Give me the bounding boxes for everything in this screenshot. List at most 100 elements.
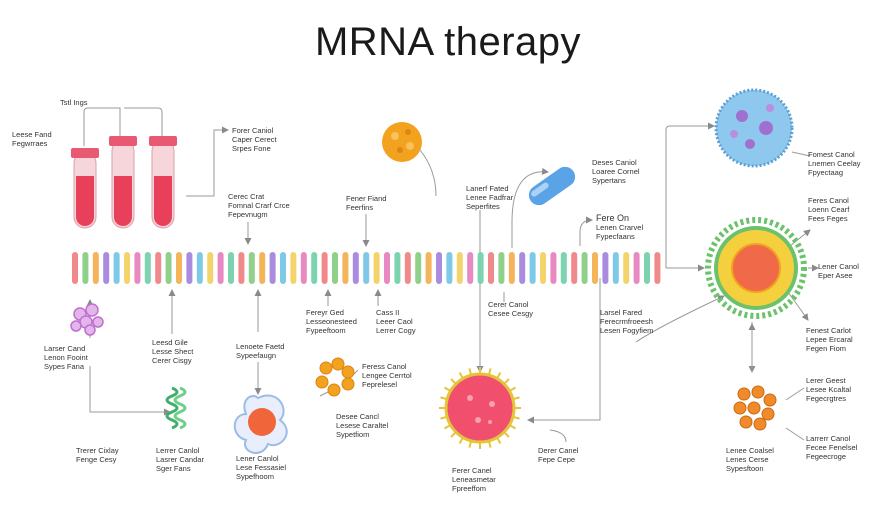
- virus-icon: [439, 367, 521, 449]
- strand-segment: [124, 252, 130, 284]
- strand-segment: [155, 252, 162, 284]
- strand-segment: [560, 252, 567, 284]
- capsule-icon: [528, 166, 576, 206]
- strand-segment: [342, 252, 349, 284]
- test-tubes-icon: [71, 136, 177, 229]
- strand-segment: [456, 252, 463, 284]
- strand-segment: [269, 252, 276, 284]
- strand-segment: [654, 252, 661, 284]
- strand-segment: [363, 252, 370, 284]
- strand-segment: [228, 252, 234, 284]
- strand-segment: [436, 252, 442, 284]
- strand-segment: [332, 252, 338, 284]
- strand-segment: [103, 252, 110, 284]
- strand-segment: [373, 252, 380, 284]
- strand-segment: [488, 252, 494, 284]
- strand-segment: [186, 252, 193, 284]
- pink-cluster-icon: [70, 303, 104, 336]
- strand-segment: [446, 252, 453, 284]
- orange-cluster-icon: [733, 385, 777, 431]
- ring-cell-icon: [705, 217, 807, 319]
- strand-segment: [498, 252, 505, 284]
- strand-segment: [519, 252, 526, 284]
- label-test-tubes: Tstl Ings: [60, 98, 88, 107]
- strand-segment: [238, 252, 245, 284]
- strand-segment: [72, 252, 78, 284]
- strand-segment: [196, 252, 203, 284]
- strand-segment: [165, 252, 172, 284]
- strand-segment: [82, 252, 89, 284]
- strand-segment: [321, 252, 328, 284]
- strand-segment: [623, 252, 630, 284]
- flower-cell-icon: [233, 394, 288, 454]
- orange-cell-icon: [382, 122, 422, 162]
- coil-icon: [165, 386, 187, 430]
- strand-segment: [508, 252, 515, 284]
- strand-segment: [415, 252, 422, 284]
- strand-segment: [384, 252, 390, 284]
- strand-segment: [394, 252, 401, 284]
- strand-segment: [571, 252, 578, 284]
- strand-segment: [113, 252, 120, 284]
- strand-segment: [612, 252, 619, 284]
- strand-segment: [280, 252, 286, 284]
- strand-segment: [477, 252, 484, 284]
- strand-segment: [144, 252, 151, 284]
- strand-segment: [300, 252, 307, 284]
- strand-segment: [592, 252, 598, 284]
- strand-segment: [134, 252, 141, 284]
- strand-segment: [644, 252, 650, 284]
- page-title: MRNA therapy: [314, 20, 582, 64]
- orange-ring-icon: [315, 357, 355, 397]
- strand-segment: [92, 252, 99, 284]
- strand-segment: [529, 252, 536, 284]
- strand-segment: [540, 252, 546, 284]
- strand-segment: [633, 252, 640, 284]
- strand-segment: [404, 252, 411, 284]
- strand-segment: [311, 252, 318, 284]
- connector-lines: [83, 107, 819, 443]
- strand-segment: [352, 252, 359, 284]
- strand-segment: [425, 252, 432, 284]
- strand-segment: [259, 252, 266, 284]
- mrna-strand: [72, 252, 661, 284]
- strand-segment: [602, 252, 609, 284]
- strand-segment: [217, 252, 224, 284]
- strand-segment: [290, 252, 297, 284]
- strand-segment: [550, 252, 557, 284]
- strand-segment: [176, 252, 182, 284]
- strand-segment: [467, 252, 474, 284]
- strand-segment: [207, 252, 214, 284]
- blue-cell-icon: [714, 88, 794, 168]
- strand-segment: [581, 252, 588, 284]
- strand-segment: [248, 252, 255, 284]
